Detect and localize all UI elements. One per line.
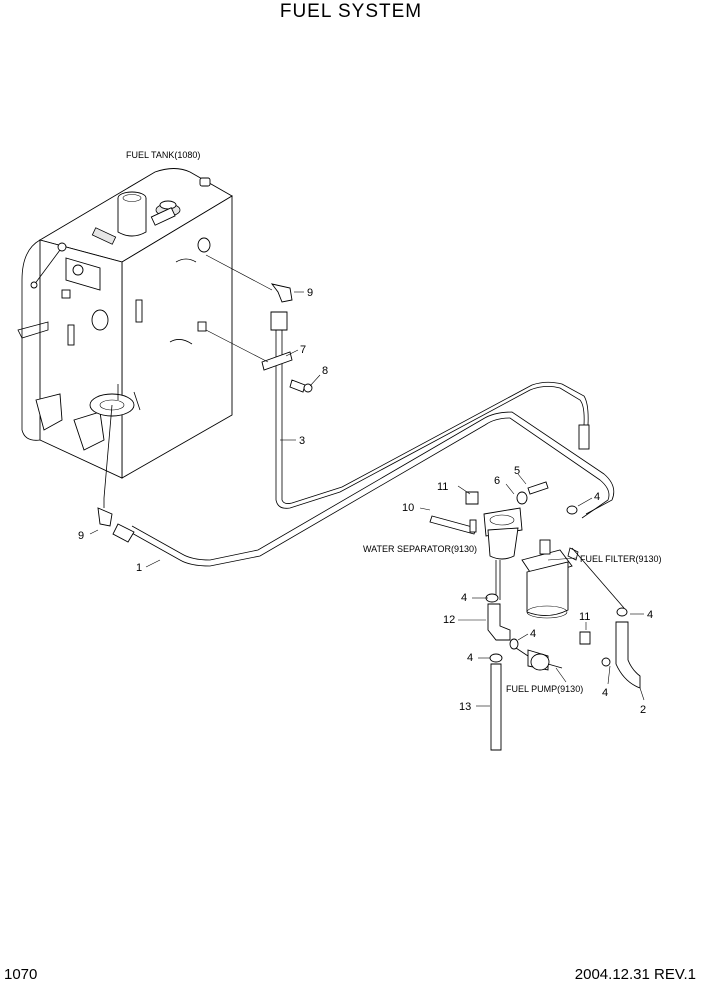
callout-3: 3 [299, 435, 305, 447]
clamp-4-lower [489, 653, 503, 663]
tank-foot-left [35, 393, 63, 431]
fuel-pump [515, 647, 563, 671]
elbow-9-upper [270, 283, 293, 303]
return-line-3 [275, 318, 585, 509]
hose-13 [490, 663, 502, 751]
callout-11-upper: 11 [437, 481, 448, 493]
tank-top-bracket [91, 227, 117, 245]
callout-6: 6 [494, 475, 500, 487]
caption-fuel-tank: FUEL TANK(1080) [126, 150, 200, 160]
callout-1: 1 [136, 562, 142, 574]
bolt-5 [527, 481, 549, 495]
tank-foot-right [73, 411, 105, 451]
bolt-11-upper [465, 491, 479, 505]
revision-date: 2004.12.31 REV.1 [574, 966, 696, 983]
rod [33, 249, 61, 286]
caption-fuel-pump: FUEL PUMP(9130) [506, 684, 583, 694]
clamp-4-right [616, 607, 628, 617]
callout-2: 2 [640, 704, 646, 716]
bolt-8 [289, 379, 306, 393]
supply-port [197, 321, 207, 332]
callout-4-mid: 4 [530, 628, 536, 640]
breather-cap [199, 177, 211, 187]
callout-11-lower: 11 [579, 611, 590, 623]
return-port [197, 237, 211, 253]
hose-12 [487, 603, 511, 641]
callout-10: 10 [402, 502, 414, 514]
supply-line-1 [129, 417, 610, 567]
hose-2 [615, 621, 641, 689]
washer-6 [516, 491, 528, 505]
callout-12: 12 [443, 614, 455, 626]
fuel-filter [521, 539, 579, 619]
fuel-tank [17, 168, 233, 479]
callout-9-lower: 9 [78, 530, 84, 542]
tank-back-edge [21, 239, 41, 441]
page-title: FUEL SYSTEM [279, 1, 423, 22]
elbow-9-lower [97, 507, 113, 527]
filter-vent [539, 539, 551, 555]
clamp-4-pump [601, 657, 611, 667]
bracket-10 [429, 515, 477, 535]
callout-4-right: 4 [647, 609, 653, 621]
callout-13: 13 [459, 701, 471, 713]
callout-4-lower: 4 [467, 652, 473, 664]
filler-neck [117, 198, 147, 237]
filter-cartridge [526, 561, 569, 616]
callout-4-pump: 4 [602, 687, 608, 699]
caption-water-separator: WATER SEPARATOR(9130) [363, 544, 477, 554]
clamp-4-mid [509, 638, 519, 650]
hose-fitting [270, 311, 288, 331]
water-separator [483, 507, 523, 600]
hose-1-fitting [112, 523, 135, 543]
callout-8: 8 [322, 365, 328, 377]
callout-9-upper: 9 [307, 287, 313, 299]
callout-4-left: 4 [461, 592, 467, 604]
callout-4-upper: 4 [594, 491, 600, 503]
caption-fuel-filter: FUEL FILTER(9130) [580, 554, 662, 564]
page-number: 1070 [4, 966, 38, 983]
leader-lines [89, 291, 645, 707]
separator-bowl [487, 527, 519, 560]
clamp-4-upper [566, 505, 578, 515]
callout-7: 7 [300, 344, 306, 356]
bolt-11-lower [579, 631, 591, 645]
clamp-7 [261, 351, 293, 371]
line-fitting-right [578, 424, 590, 450]
callout-5: 5 [514, 465, 520, 477]
